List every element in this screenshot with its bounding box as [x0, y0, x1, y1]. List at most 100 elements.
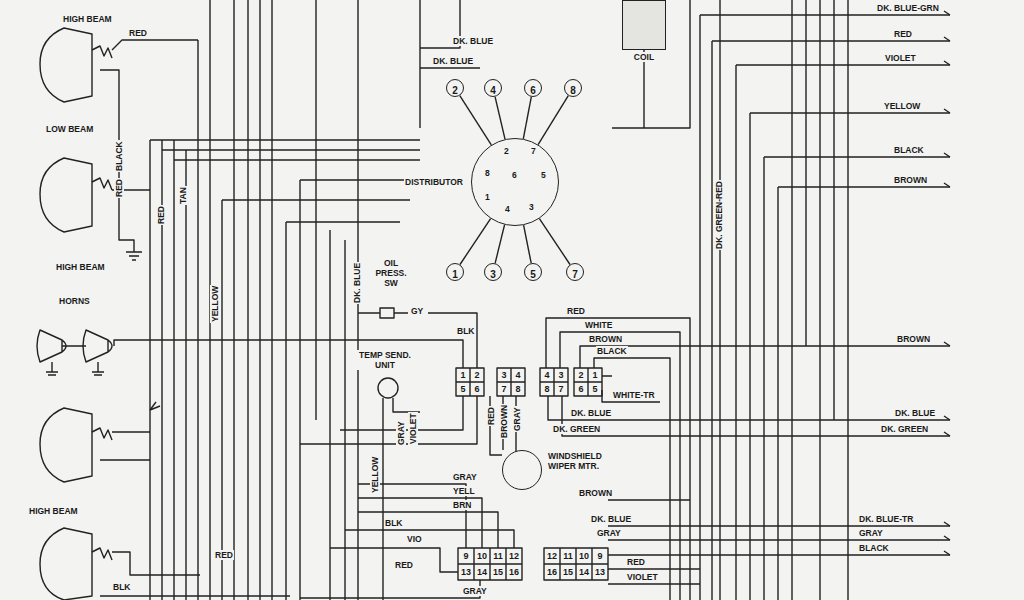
terminal-number: 6 [511, 170, 518, 180]
terminal-circle: 7 [566, 263, 584, 281]
wire-label: RED [128, 28, 148, 38]
wire-label: WHITE-TR [612, 390, 656, 400]
terminal-circle: 4 [484, 79, 502, 97]
pin-number: 11 [561, 549, 575, 563]
pin-number: 13 [593, 565, 607, 579]
node-label: DISTRIBUTOR [404, 177, 464, 187]
pin-number: 1 [457, 369, 469, 381]
distributor-lead [495, 97, 505, 139]
pin-number: 5 [457, 383, 469, 395]
pin-number: 3 [555, 369, 567, 381]
wire-label: RED [394, 560, 414, 570]
wire-label: BLK [112, 582, 131, 592]
wire-label: RED [114, 178, 124, 198]
pin-number: 11 [491, 549, 505, 563]
terminal-circle: 3 [484, 263, 502, 281]
pin-number: 7 [555, 383, 567, 395]
pin-number: 4 [512, 369, 524, 381]
wire-label: TEMP SEND. UNIT [356, 350, 414, 370]
terminal-number: 2 [503, 146, 510, 156]
pin-number: 2 [471, 369, 483, 381]
wire-label: YELL [452, 486, 476, 496]
pin-number: 15 [561, 565, 575, 579]
wire-label: DK. BLUE-GRN [876, 3, 940, 13]
wire-label: GY [410, 306, 424, 316]
wire-label: TAN [178, 186, 188, 205]
wire-label: BROWN [896, 334, 931, 344]
wire-label: YELLOW [210, 285, 220, 323]
wire-label: BLACK [596, 346, 628, 356]
terminal-number: 3 [528, 202, 535, 212]
wire-label: DK. GREEN [552, 424, 601, 434]
distributor-lead [538, 96, 568, 145]
pin-number: 15 [491, 565, 505, 579]
terminal-number: 1 [484, 192, 491, 202]
wire-label: HORNS [58, 296, 91, 306]
wire-label: RED [566, 306, 586, 316]
terminal-circle: 1 [446, 263, 464, 281]
node-label: 4 [490, 83, 496, 98]
wire-label: BLK [456, 326, 475, 336]
node-label: 1 [452, 267, 458, 282]
wire-label: BROWN [588, 334, 623, 344]
wire-label: GRAY [452, 472, 478, 482]
pin-number: 7 [498, 383, 510, 395]
wire-label: DK. BLUE [432, 56, 474, 66]
wire-label: OIL PRESS. SW [372, 258, 410, 288]
distributor-lead [460, 96, 492, 145]
coil-box: COIL [622, 0, 666, 50]
wire-label: BLK [384, 518, 403, 528]
distributor-lead [539, 219, 570, 265]
wire-label: BLACK [858, 543, 890, 553]
wire-label: DK. BLUE [352, 262, 362, 304]
wire-label: GRAY [462, 586, 488, 596]
terminal-number: 7 [530, 146, 537, 156]
pin-number: 6 [575, 383, 587, 395]
pin-number: 9 [459, 549, 473, 563]
pin-number: 8 [512, 383, 524, 395]
wire-label: YELLOW [883, 101, 921, 111]
wire-label: HIGH BEAM [55, 262, 106, 272]
wire-label: GRAY [858, 528, 884, 538]
wire-label: HIGH BEAM [28, 506, 79, 516]
wire-label: RED [214, 550, 234, 560]
node-label: COIL [633, 52, 655, 62]
wire-label: BRN [452, 500, 472, 510]
wire-label: DK. BLUE-TR [858, 514, 914, 524]
pin-number: 14 [475, 565, 489, 579]
distributor-lead [495, 225, 505, 264]
pin-number: 16 [545, 565, 559, 579]
wire-label: RED [486, 406, 496, 426]
pin-number: 1 [589, 369, 601, 381]
distributor-lead [523, 97, 531, 139]
terminal-circle: 5 [524, 263, 542, 281]
wire-label: RED [626, 557, 646, 567]
wire-label: GRAY [512, 406, 522, 432]
wire-label: DK. BLUE [570, 408, 612, 418]
wire-label: DK. GREEN [880, 424, 929, 434]
pin-number: 10 [475, 549, 489, 563]
wire-label: YELLOW [370, 456, 380, 494]
pin-number: 2 [575, 369, 587, 381]
terminal-number: 4 [504, 204, 511, 214]
node-label: 5 [530, 267, 536, 282]
pin-number: 5 [589, 383, 601, 395]
wire-label: BROWN [499, 404, 509, 439]
pin-number: 12 [545, 549, 559, 563]
pin-number: 14 [577, 565, 591, 579]
node-label: 8 [570, 83, 576, 98]
distributor-cap: DISTRIBUTOR [471, 138, 559, 226]
wire-label: BLACK [893, 145, 925, 155]
wire-label: VIOLET [884, 53, 917, 63]
distributor-lead [460, 219, 491, 265]
wire-label: HIGH BEAM [62, 14, 113, 24]
wire-label: GRAY [396, 420, 406, 446]
node-label: 3 [490, 267, 496, 282]
node-label: 2 [452, 83, 458, 98]
pin-number: 4 [541, 369, 553, 381]
distributor-lead [524, 225, 532, 263]
pin-number: 16 [507, 565, 521, 579]
